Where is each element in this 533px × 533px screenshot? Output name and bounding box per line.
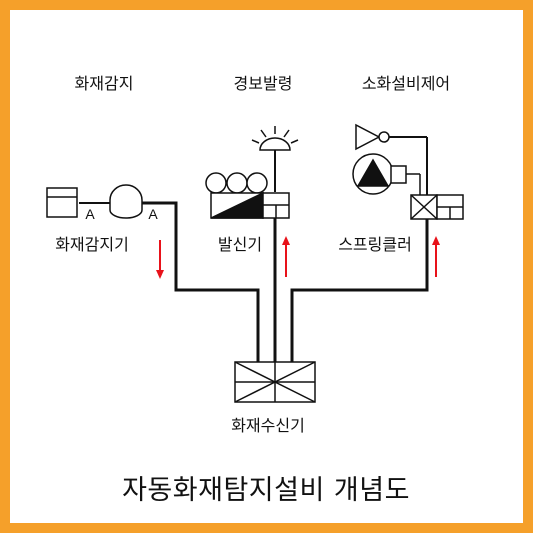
- section-alarm-label: 경보발령: [233, 74, 293, 93]
- receiver-panel-icon: [234, 361, 316, 403]
- detector-letter-right: A: [148, 206, 158, 222]
- wiring: [79, 201, 429, 362]
- section-detection-label: 화재감지: [74, 74, 134, 93]
- receiver-label: 화재수신기: [231, 416, 305, 435]
- diagram-canvas: [10, 10, 523, 523]
- sprinkler-wire: [290, 218, 429, 362]
- sprinkler-label: 스프링클러: [338, 235, 412, 254]
- detector-letter-left: A: [85, 206, 95, 222]
- siren-icon: [251, 126, 299, 192]
- section-control-label: 소화설비제어: [361, 74, 451, 93]
- signal-arrows: [156, 236, 440, 279]
- arrow-up-icon: [282, 236, 290, 277]
- diagram-title: 자동화재탐지설비 개념도: [122, 475, 410, 506]
- arrow-down-icon: [156, 240, 164, 279]
- bell-icons: [205, 172, 268, 194]
- detector-wire: [140, 201, 260, 362]
- transmitter-box-icon: [210, 191, 290, 219]
- transmitter-label: 발신기: [217, 235, 263, 254]
- sprinkler-head-icon: [355, 123, 428, 195]
- valve-box-icon: [410, 194, 464, 220]
- detector-label: 화재감지기: [55, 235, 129, 254]
- pump-icon: [352, 153, 421, 195]
- detector-icon: [46, 184, 143, 219]
- arrow-up-icon: [432, 236, 440, 277]
